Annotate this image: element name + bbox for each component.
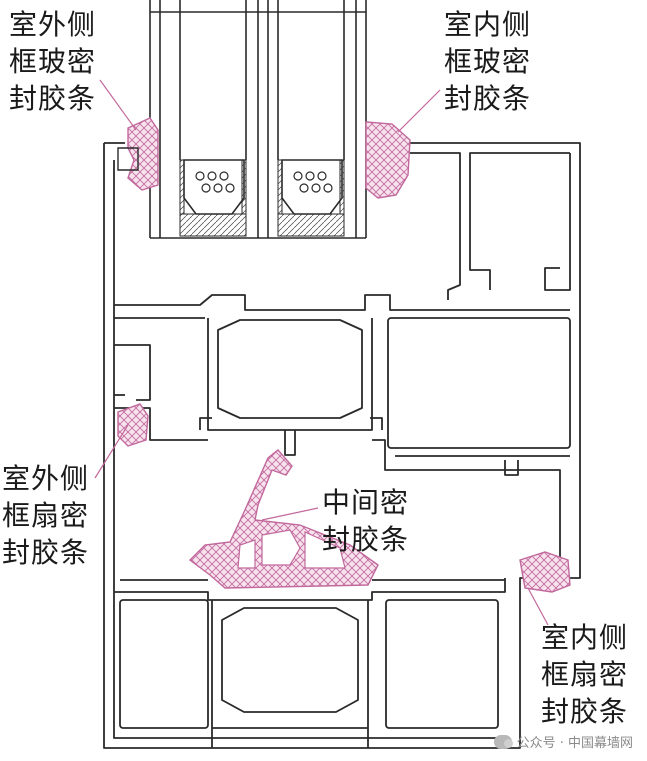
inner-sash-seal <box>519 551 571 593</box>
outer-glass-seal <box>117 117 159 191</box>
inner-glass-seal <box>365 121 411 199</box>
label-inner-glass-seal: 室内侧 框玻密 封胶条 <box>444 8 532 115</box>
watermark: 公众号 · 中国幕墙网 <box>493 732 633 751</box>
label-outer-glass-seal: 室外侧 框玻密 封胶条 <box>9 8 97 115</box>
label-middle-seal: 中间密 封胶条 <box>322 486 410 556</box>
middle-seal-chambers <box>237 529 346 569</box>
label-outer-sash-seal: 室外侧 框扇密 封胶条 <box>2 462 90 569</box>
watermark-text: 公众号 · 中国幕墙网 <box>516 736 633 751</box>
wechat-icon <box>493 734 513 749</box>
label-inner-sash-seal: 室内侧 框扇密 封胶条 <box>541 621 629 728</box>
spacer-desiccant <box>195 171 333 193</box>
outer-sash-seal <box>117 403 149 447</box>
secondary-sealant <box>179 159 345 237</box>
leader-lines <box>94 79 549 626</box>
frame-profile <box>103 142 581 749</box>
